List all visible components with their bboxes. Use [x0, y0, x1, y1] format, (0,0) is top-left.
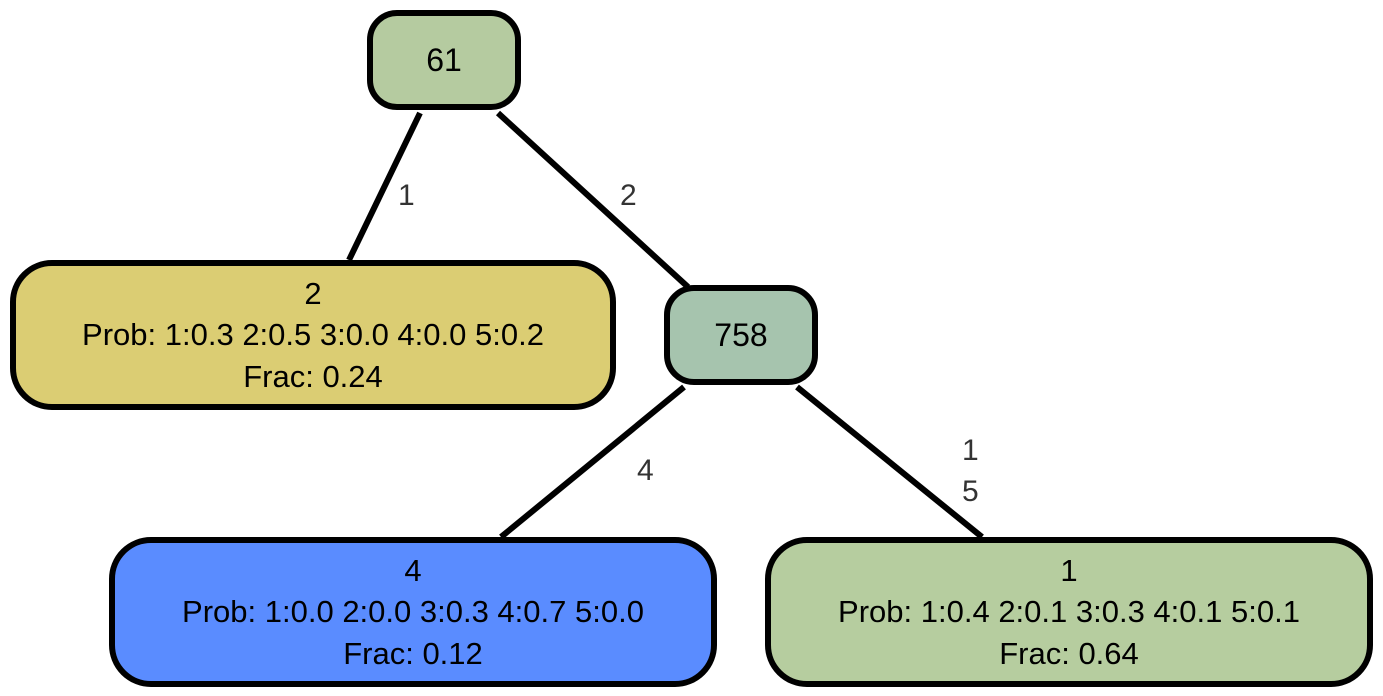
- leaf-node-id: 1: [1060, 553, 1078, 589]
- leaf-node-id: 4: [404, 553, 422, 589]
- leaf-node-prob: Prob: 1:0.0 2:0.0 3:0.3 4:0.7 5:0.0: [182, 594, 644, 630]
- edge-758-to-1: [795, 384, 984, 540]
- edge-label-61-to-758: 2: [620, 179, 637, 212]
- edge-label-61-to-2: 1: [398, 179, 415, 212]
- leaf-node-id: 2: [304, 276, 322, 312]
- leaf-node: 4 Prob: 1:0.0 2:0.0 3:0.3 4:0.7 5:0.0 Fr…: [109, 537, 717, 687]
- root-node-id: 61: [426, 41, 462, 78]
- leaf-node-frac: Frac: 0.12: [343, 635, 483, 671]
- root-node: 61: [367, 10, 521, 110]
- edge-label-758-to-4: 4: [637, 454, 654, 487]
- leaf-node-frac: Frac: 0.24: [243, 358, 383, 394]
- edge-61-to-758: [495, 110, 691, 290]
- edge-61-to-2: [346, 111, 423, 262]
- edge-label-758-to-1: 1 5: [962, 434, 979, 508]
- internal-node-id: 758: [714, 316, 768, 353]
- leaf-node-prob: Prob: 1:0.3 2:0.5 3:0.0 4:0.0 5:0.2: [82, 317, 544, 353]
- internal-node: 758: [664, 285, 818, 385]
- leaf-node: 2 Prob: 1:0.3 2:0.5 3:0.0 4:0.0 5:0.2 Fr…: [10, 260, 616, 410]
- leaf-node-frac: Frac: 0.64: [999, 635, 1139, 671]
- leaf-node-prob: Prob: 1:0.4 2:0.1 3:0.3 4:0.1 5:0.1: [838, 594, 1300, 630]
- edge-758-to-4: [499, 384, 686, 540]
- leaf-node: 1 Prob: 1:0.4 2:0.1 3:0.3 4:0.1 5:0.1 Fr…: [765, 537, 1373, 687]
